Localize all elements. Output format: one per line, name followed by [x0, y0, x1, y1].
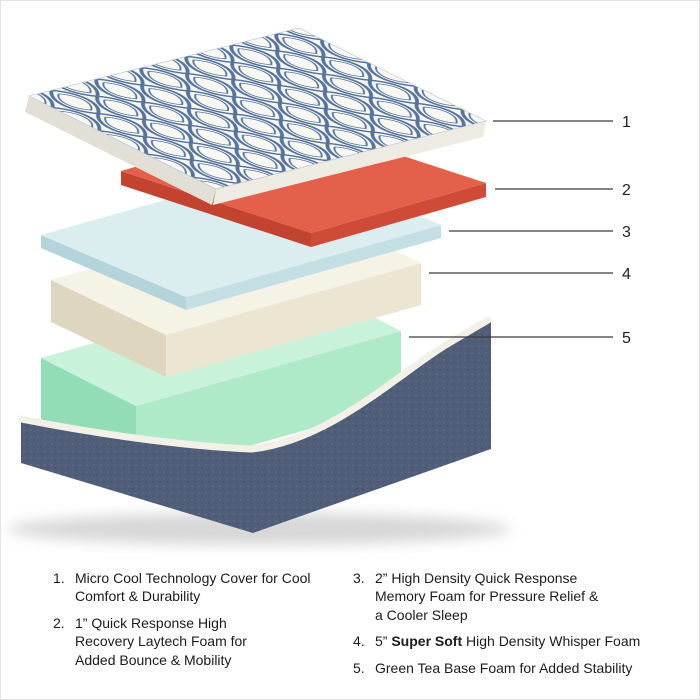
legend-column-right: 3. 2” High Density Quick Response Memory…	[353, 569, 665, 685]
legend-item-text: Green Tea Base Foam for Added Stability	[375, 659, 633, 676]
callout-number-4: 4	[622, 266, 631, 283]
callout-number-1: 1	[622, 114, 631, 131]
legend-item-text: 5” Super Soft High Density Whisper Foam	[375, 632, 665, 650]
mattress-illustration: 1 2 3 4 5	[7, 27, 631, 545]
legend-item-text: 1” Quick Response High Recovery Laytech …	[75, 614, 247, 668]
legend-item-text: Micro Cool Technology Cover for Cool Com…	[75, 570, 311, 605]
cover-underside-left	[25, 96, 216, 205]
cover-edge-outline	[28, 27, 487, 190]
legend-item-number: 1.	[53, 570, 65, 586]
legend-item-text-bold: Super Soft	[391, 633, 463, 650]
layer-2-front-face	[311, 183, 486, 247]
legend-item-number: 4.	[353, 633, 365, 650]
legend-item-text: 2” High Density Quick Response Memory Fo…	[375, 570, 599, 623]
layer-3-left-face	[41, 235, 186, 310]
layer-4-front-face	[166, 263, 421, 377]
legend-item-text-pre: 5”	[375, 633, 392, 650]
cover-top-face	[29, 28, 486, 189]
legend-item-5: 5. Green Tea Base Foam for Added Stabili…	[353, 659, 665, 677]
base-rim	[17, 316, 492, 453]
legend-item-number: 3.	[353, 570, 365, 586]
base-fabric	[21, 319, 491, 533]
callout-number-5: 5	[622, 330, 631, 347]
layer-1-cover	[25, 27, 487, 205]
legend-column-left: 1. Micro Cool Technology Cover for Cool …	[53, 569, 341, 685]
legend-item-4: 4. 5” Super Soft High Density Whisper Fo…	[353, 632, 665, 650]
callouts: 1 2 3 4 5	[409, 114, 631, 347]
callout-number-3: 3	[622, 224, 631, 241]
layer-5-front-face	[136, 331, 401, 478]
legend-item-1: 1. Micro Cool Technology Cover for Cool …	[53, 569, 341, 606]
layer-4-left-face	[51, 280, 166, 377]
legend-item-2: 2. 1” Quick Response High Recovery Layte…	[53, 614, 341, 669]
layer-3-front-face	[186, 225, 441, 310]
legend-item-text-post: High Density Whisper Foam	[462, 633, 641, 650]
legend-item-3: 3. 2” High Density Quick Response Memory…	[353, 569, 665, 624]
legend: 1. Micro Cool Technology Cover for Cool …	[1, 553, 699, 685]
cover-underside-right	[213, 121, 486, 205]
layer-2-left-face	[121, 171, 311, 247]
mattress-diagram: 1 2 3 4 5	[1, 1, 699, 553]
legend-item-number: 5.	[353, 659, 365, 676]
legend-item-number: 2.	[53, 614, 65, 631]
callout-number-2: 2	[622, 182, 631, 199]
base-foundation	[17, 316, 492, 533]
